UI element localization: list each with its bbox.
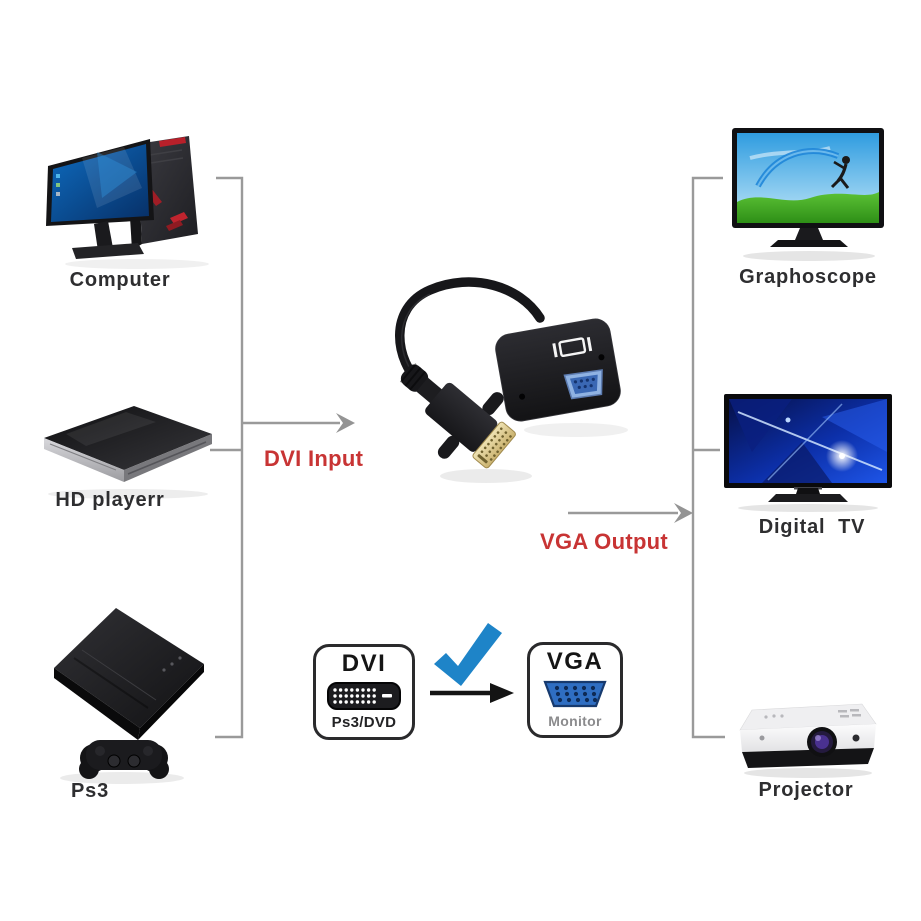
ps3-image (54, 608, 204, 784)
check-and-arrow (430, 623, 514, 703)
projector-label: Projector (758, 779, 854, 801)
adapter-cable-image (395, 277, 628, 483)
graphoscope-label: Graphoscope (739, 266, 877, 288)
adapter-cable (395, 277, 545, 391)
computer-image (46, 136, 209, 269)
dvi-connector-icon (327, 681, 401, 710)
vga-port (563, 369, 603, 400)
dvi-badge-title: DVI (341, 650, 387, 677)
digital-tv-image (724, 394, 892, 512)
vga-output-label: VGA Output (540, 529, 669, 554)
dvi-badge-subtitle: Ps3/DVD (331, 714, 397, 731)
digital-tv-label: Digital TV (758, 516, 866, 538)
hd-player-label: HD playerr (55, 489, 165, 511)
vga-badge-title: VGA (546, 648, 604, 675)
ps3-controller (79, 740, 169, 779)
dvi-input-arrow-icon (336, 413, 355, 433)
ps3-label: Ps3 (71, 780, 109, 802)
dvi-male-connector (399, 363, 516, 469)
vga-output-arrow-icon (674, 503, 693, 523)
projector-image (739, 703, 877, 778)
vga-badge: VGA Monitor (527, 642, 623, 738)
hd-player-image (44, 406, 212, 499)
vga-female-adapter (495, 318, 621, 422)
graphoscope-image (732, 128, 884, 261)
right-bracket-line (691, 176, 725, 739)
arrow-right-icon (490, 683, 514, 703)
dvi-badge: DVI Ps3/DVD (313, 644, 415, 740)
vga-badge-subtitle: Monitor (548, 713, 602, 729)
dvi-input-label: DVI Input (264, 446, 364, 471)
left-bracket-line (215, 176, 244, 739)
check-icon (434, 623, 502, 686)
vga-connector-icon (543, 680, 607, 708)
computer-label: Computer (69, 269, 171, 291)
